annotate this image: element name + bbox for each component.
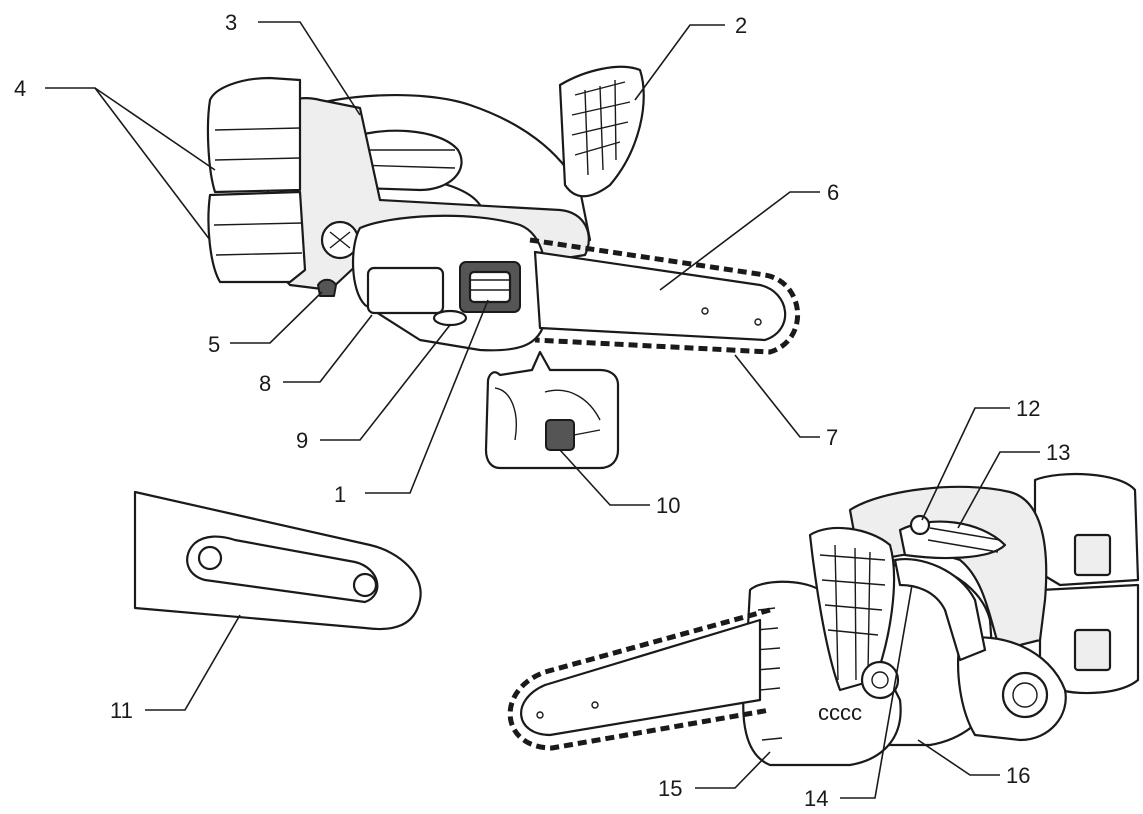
callout-13: 13 <box>1046 440 1070 465</box>
callout-labels: 1 2 3 4 5 6 7 8 9 10 11 12 13 14 15 16 <box>14 10 1070 811</box>
callout-12: 12 <box>1016 396 1040 421</box>
callout-15: 15 <box>658 776 682 801</box>
callout-1: 1 <box>334 482 346 507</box>
callout-11: 11 <box>110 698 133 723</box>
guide-bar <box>533 250 787 342</box>
callout-2: 2 <box>735 13 747 38</box>
callout-3: 3 <box>225 10 237 35</box>
callout-10: 10 <box>656 493 680 518</box>
strap-hole <box>909 514 931 536</box>
callout-7: 7 <box>826 425 838 450</box>
product-marking: cccc <box>818 700 862 725</box>
callout-14: 14 <box>804 786 828 811</box>
guide-bar-cover <box>133 490 422 631</box>
leader-lines <box>45 21 1040 799</box>
callout-8: 8 <box>259 371 271 396</box>
callout-16: 16 <box>1006 763 1030 788</box>
chainsaw-rear-view: cccc <box>507 472 1140 767</box>
inset-detail <box>484 350 620 470</box>
callout-9: 9 <box>296 428 308 453</box>
callout-5: 5 <box>208 332 220 357</box>
callout-6: 6 <box>827 180 839 205</box>
battery-packs <box>206 76 307 284</box>
callout-4: 4 <box>14 76 26 101</box>
chain-oil-window <box>366 266 445 315</box>
lock-lever <box>432 309 468 327</box>
chainsaw-side-view <box>206 65 800 470</box>
saw-chain <box>529 237 800 355</box>
